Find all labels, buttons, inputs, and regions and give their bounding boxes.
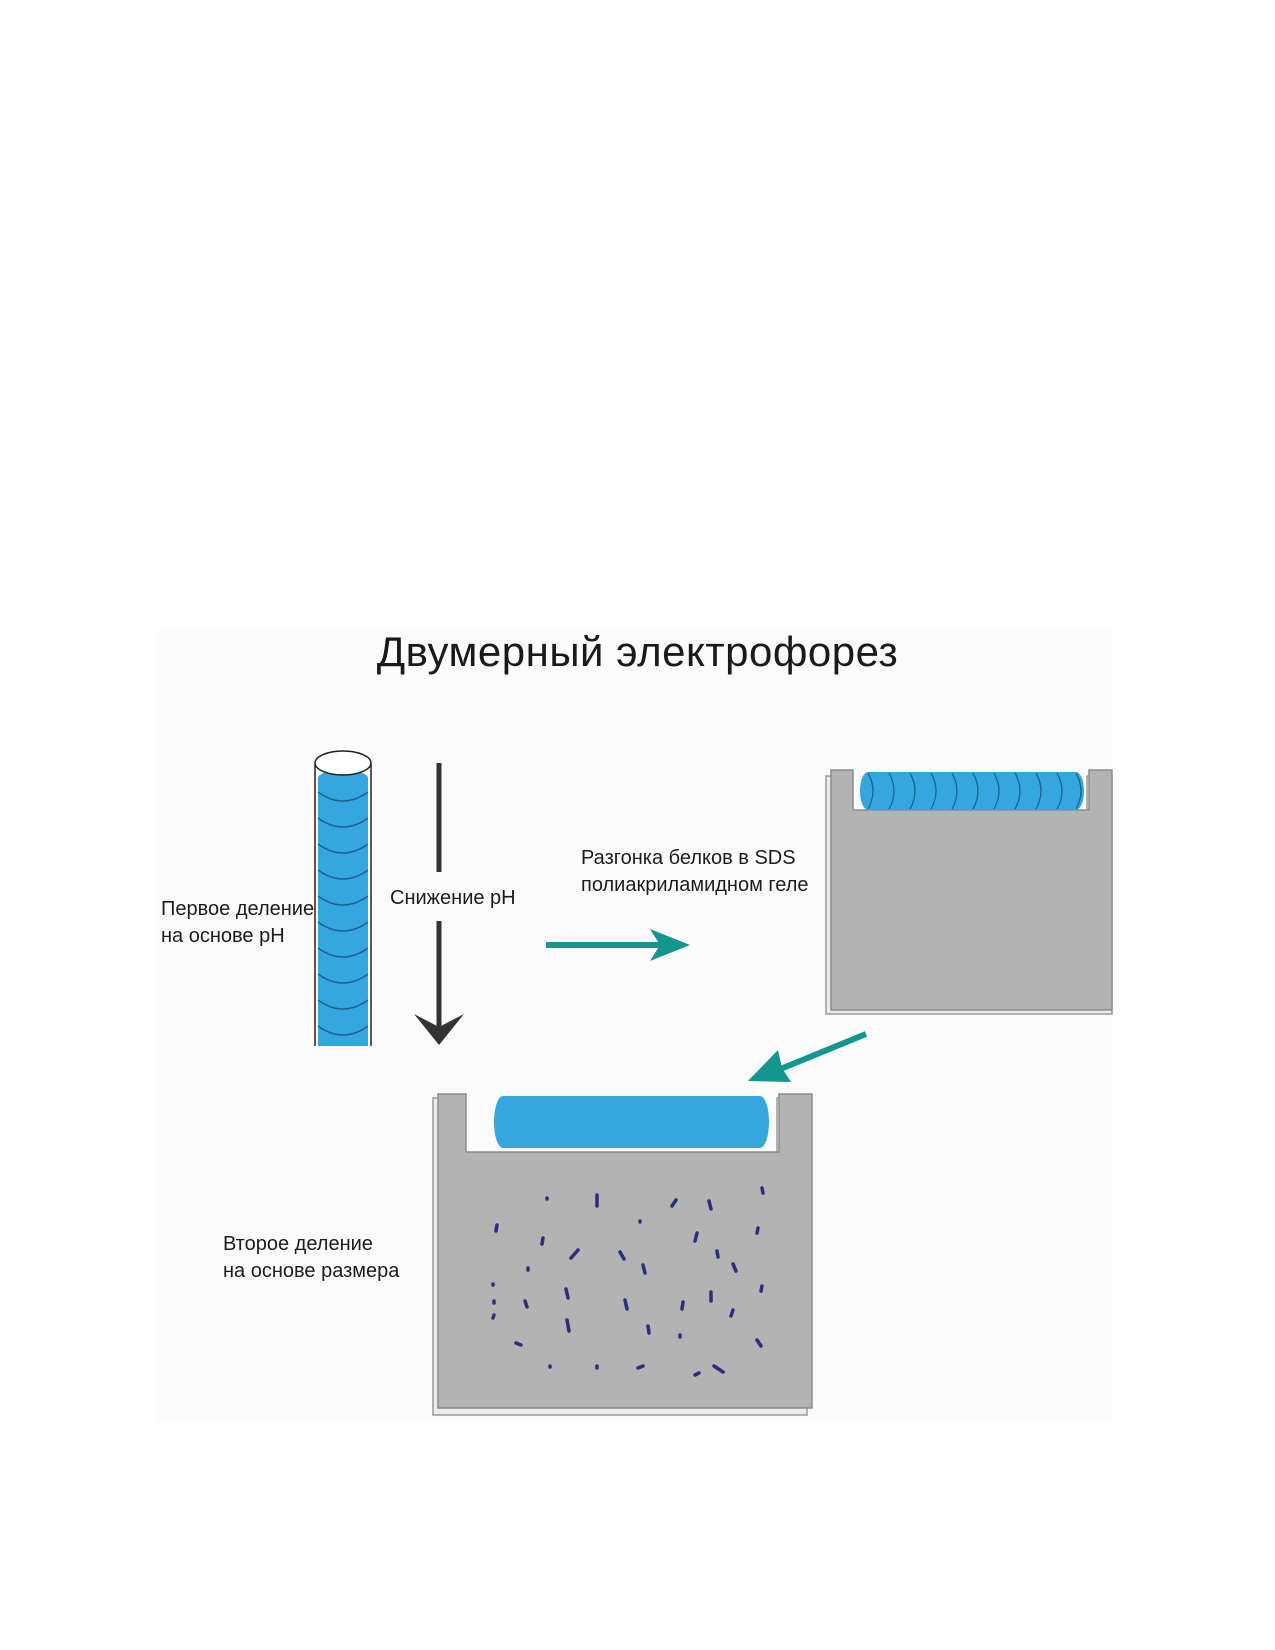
diagonal-arrow-shaft (776, 1031, 868, 1073)
protein-spot (569, 1248, 580, 1260)
tube-opening (314, 750, 372, 776)
strip-band (993, 772, 1000, 810)
protein-spot (712, 1364, 725, 1374)
protein-spot (623, 1298, 629, 1311)
protein-spot (564, 1287, 570, 1300)
sds-gel-slab-top (825, 769, 1113, 1015)
strip-on-slab (494, 1096, 769, 1148)
protein-spot (693, 1231, 699, 1243)
strip-band (909, 772, 916, 810)
slab-front-plate (437, 1093, 813, 1409)
protein-spot (715, 1249, 720, 1259)
sds-gel-slab-bottom (432, 1093, 813, 1416)
protein-spot (514, 1341, 523, 1347)
tube-protein-bands (317, 791, 369, 1036)
diagonal-arrow-head (748, 1050, 791, 1082)
first-division-line-2: на основе pH (161, 925, 285, 947)
sds-run-line-2: полиакриламидном геле (581, 874, 809, 896)
diagram-title: Двумерный электрофорез (376, 628, 899, 675)
tube-band (317, 869, 369, 880)
protein-spot (670, 1198, 678, 1208)
protein-spot (540, 1236, 545, 1246)
protein-spots (491, 1186, 765, 1377)
transfer-arrow-diagonal (748, 1031, 868, 1082)
slab-front-plate (830, 769, 1113, 1011)
first-division-line-1: Первое деление (161, 898, 315, 920)
strip-band (972, 772, 979, 810)
ph-decrease-arrow (414, 763, 464, 1045)
sds-run-line-1: Разгонка белков в SDS (581, 847, 796, 869)
protein-spot (641, 1263, 647, 1275)
protein-spot (755, 1226, 760, 1235)
protein-spot (494, 1223, 499, 1233)
transfer-arrow-right (546, 929, 690, 961)
transfer-arrow-head (650, 929, 690, 961)
tube-band (317, 817, 369, 828)
strip-band (1035, 772, 1042, 810)
protein-spot (731, 1262, 738, 1273)
tube-gel (318, 778, 368, 1046)
first-division-label: Первое деление на основе pH (161, 896, 314, 950)
tube-band (317, 973, 369, 984)
protein-spot (729, 1308, 735, 1318)
strip-band (930, 772, 937, 810)
protein-spot (491, 1313, 496, 1320)
second-division-line-1: Второе деление (223, 1233, 373, 1255)
strip-band (1056, 772, 1063, 810)
strip-band (888, 772, 895, 810)
protein-spot (523, 1299, 529, 1309)
strip-band (1075, 772, 1082, 810)
ief-tube (314, 750, 372, 1046)
ph-arrow-head (414, 1014, 464, 1045)
strip-on-slab (860, 772, 1084, 810)
tube-band (317, 1025, 369, 1036)
protein-spot (755, 1338, 763, 1348)
ph-decrease-label: Снижение pH (390, 887, 516, 909)
tube-band (317, 791, 369, 802)
strip-band (867, 772, 874, 810)
tube-band (317, 895, 369, 906)
strip-bands (867, 772, 1082, 810)
tube-band (317, 843, 369, 854)
protein-spot (636, 1364, 645, 1370)
protein-spot (693, 1371, 701, 1377)
protein-spot (618, 1250, 626, 1261)
protein-spot (759, 1284, 764, 1293)
protein-spot (707, 1199, 713, 1211)
strip-band (951, 772, 958, 810)
tube-band (317, 921, 369, 932)
protein-spot (760, 1186, 765, 1195)
second-division-label: Второе деление на основе размера (223, 1231, 399, 1285)
sds-run-label: Разгонка белков в SDS полиакриламидном г… (581, 845, 809, 899)
tube-band (317, 947, 369, 958)
protein-spot (565, 1318, 571, 1333)
protein-spot (680, 1300, 685, 1311)
protein-spot (646, 1324, 651, 1335)
strip-band (1014, 772, 1021, 810)
second-division-line-2: на основе размера (223, 1260, 400, 1282)
tube-band (317, 999, 369, 1010)
